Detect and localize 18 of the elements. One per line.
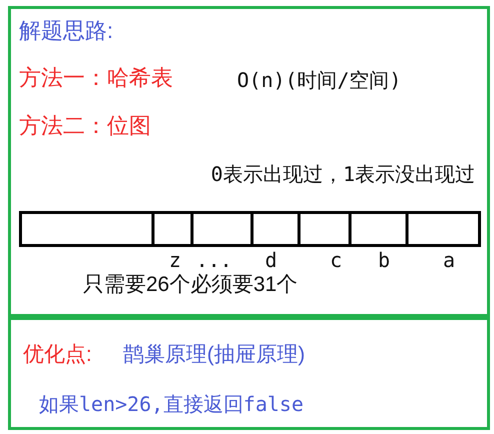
text-line: O(n)(时间/空间) [237,70,402,90]
text-line: 优化点: [23,344,92,365]
bit-letter-label: ... [196,250,232,270]
text-line: 方法一：哈希表 [19,67,173,89]
text-line: 鹊巢原理(抽屉原理) [123,344,305,365]
bit-letter-label: d [264,250,278,270]
bit-letter-label: z [168,250,182,270]
text-line: 方法二：位图 [19,115,151,137]
section-panel [8,317,490,430]
bit-letter-label: c [330,250,342,270]
bit-letter-label: b [378,250,390,270]
text-line: 如果len>26,直接返回false [39,394,304,414]
bit-letter-label: a [442,250,456,270]
text-line: 解题思路: [19,20,114,42]
text-line: 0表示出现过，1表示没出现过 [210,164,475,184]
bit-array-bar [19,211,481,247]
section-panel [8,6,490,317]
text-line: 只需要26个必须要31个 [83,274,298,295]
